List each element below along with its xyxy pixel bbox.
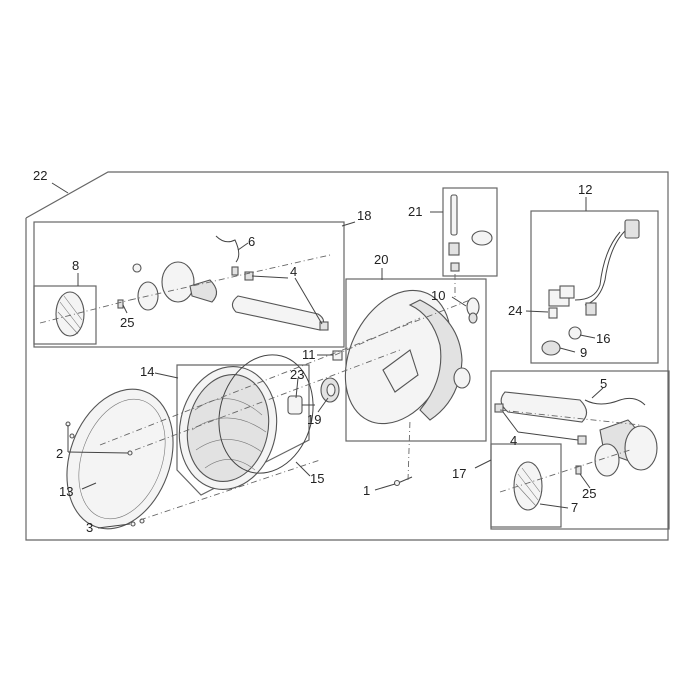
- left-indicator-wire: [215, 235, 240, 276]
- fastener-set-21: [448, 194, 493, 272]
- callout-6: 6: [248, 234, 255, 249]
- shell-clip: [466, 297, 480, 324]
- callout-7: 7: [571, 500, 578, 515]
- callout-labels: 22 18 8 6 4 25 20 21 12 10 11 14 23 19 1…: [33, 168, 610, 535]
- right-indicator-wire: [584, 397, 646, 406]
- callout-4-left: 4: [290, 264, 297, 279]
- callout-25-left: 25: [120, 315, 134, 330]
- callout-17: 17: [452, 466, 466, 481]
- callout-13: 13: [59, 484, 73, 499]
- clip-25-left: [117, 299, 124, 309]
- callout-3: 3: [86, 520, 93, 535]
- headlight-shell: [344, 289, 471, 425]
- callout-10: 10: [431, 288, 445, 303]
- left-indicator-stem: [231, 271, 329, 331]
- group-box-8: [33, 285, 97, 345]
- square-nut-11: [332, 350, 343, 361]
- leader-lines: [51, 182, 604, 529]
- headlight-lens-unit: [178, 365, 278, 491]
- callout-5: 5: [600, 376, 607, 391]
- right-lens-7: [513, 461, 543, 511]
- gasket: [218, 354, 314, 474]
- callout-23: 23: [290, 367, 304, 382]
- callout-22: 22: [33, 168, 47, 183]
- callout-9: 9: [580, 345, 587, 360]
- callout-4-right: 4: [510, 433, 517, 448]
- screw-1: [393, 476, 413, 487]
- assembly-frame-22: [25, 171, 669, 541]
- callout-14: 14: [140, 364, 154, 379]
- callout-15: 15: [310, 471, 324, 486]
- clip-25-right: [575, 465, 582, 475]
- left-lens-8: [55, 291, 85, 337]
- group-box-20: [345, 278, 487, 442]
- group-box-21: [442, 187, 498, 277]
- callout-18: 18: [357, 208, 371, 223]
- callout-16: 16: [596, 331, 610, 346]
- callout-20: 20: [374, 252, 388, 267]
- group-box-18: [33, 221, 345, 348]
- bulb: [287, 395, 315, 415]
- callout-12: 12: [578, 182, 592, 197]
- group-box-7: [490, 443, 562, 528]
- wiring-harness: [541, 219, 640, 356]
- screws-2: [65, 421, 133, 456]
- callout-2: 2: [56, 446, 63, 461]
- headlight-rim: [66, 388, 174, 530]
- group-box-12: [530, 210, 659, 364]
- callout-25-right: 25: [582, 486, 596, 501]
- callout-19: 19: [307, 412, 321, 427]
- right-indicator-stem: [494, 391, 588, 445]
- right-indicator-housing: [594, 419, 658, 477]
- bulb-socket: [320, 377, 340, 403]
- callout-21: 21: [408, 204, 422, 219]
- left-indicator-housing: [132, 261, 218, 311]
- callout-1: 1: [363, 483, 370, 498]
- callout-24: 24: [508, 303, 522, 318]
- callout-8: 8: [72, 258, 79, 273]
- callout-11: 11: [302, 347, 316, 362]
- assembly-lines: [39, 254, 641, 521]
